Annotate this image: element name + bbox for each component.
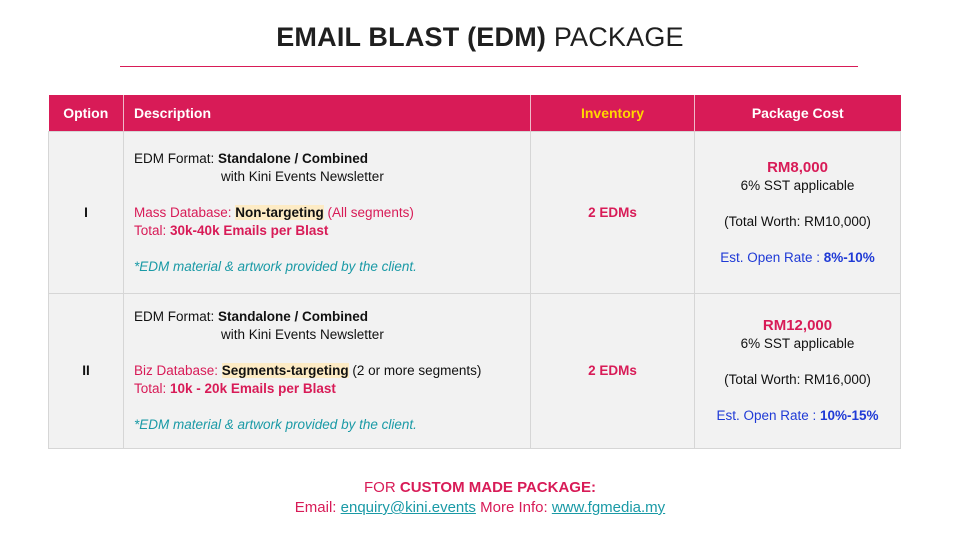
inventory-cell: 2 EDMs — [530, 131, 695, 294]
open-rate-value: 8%-10% — [823, 249, 875, 265]
title-divider — [120, 66, 858, 67]
cost-cell: RM12,000 6% SST applicable (Total Worth:… — [694, 293, 901, 449]
header-inventory: Inventory — [530, 95, 695, 132]
total-value: 30k-40k Emails per Blast — [170, 222, 329, 238]
material-note: *EDM material & artwork provided by the … — [134, 417, 417, 432]
table-row: II EDM Format: Standalone / Combined wit… — [48, 293, 901, 449]
header-cost: Package Cost — [694, 95, 901, 132]
open-rate-label: Est. Open Rate : — [716, 408, 820, 423]
table-header-row: Option Description Inventory Package Cos… — [48, 95, 901, 132]
inventory-cell: 2 EDMs — [530, 293, 695, 449]
title-bold: EMAIL BLAST (EDM) — [276, 22, 547, 52]
total-label: Total: — [134, 222, 171, 238]
option-cell: I — [48, 131, 124, 294]
price: RM12,000 — [762, 317, 833, 334]
option-cell: II — [48, 293, 124, 449]
title-light: PACKAGE — [553, 22, 684, 52]
sst-note: 6% SST applicable — [740, 336, 855, 351]
format-label: EDM Format: — [134, 309, 219, 324]
footer-contact: FOR CUSTOM MADE PACKAGE: Email: enquiry@… — [0, 478, 960, 518]
total-value: 10k - 20k Emails per Blast — [170, 381, 336, 396]
total-worth: (Total Worth: RM10,000) — [724, 213, 871, 229]
description-cell: EDM Format: Standalone / Combined with K… — [123, 293, 531, 449]
footer-prefix: FOR — [364, 479, 400, 496]
format-value: Standalone / Combined — [218, 309, 369, 324]
db-note: (All segments) — [323, 204, 414, 220]
db-value: Non-targeting — [235, 204, 324, 220]
db-label: Biz Database: — [134, 363, 222, 378]
header-description: Description — [123, 95, 531, 132]
sst-note: 6% SST applicable — [740, 177, 855, 193]
format-line2: with Kini Events Newsletter — [221, 168, 384, 184]
cost-cell: RM8,000 6% SST applicable (Total Worth: … — [694, 131, 901, 294]
price: RM8,000 — [767, 158, 828, 176]
email-label: Email: — [294, 499, 341, 516]
table-row: I EDM Format: Standalone / Combined with… — [48, 131, 901, 294]
format-label: EDM Format: — [134, 150, 219, 166]
info-label: More Info: — [475, 499, 552, 516]
open-rate-label: Est. Open Rate : — [720, 249, 824, 265]
total-label: Total: — [134, 381, 171, 396]
website-link[interactable]: www.fgmedia.my — [551, 499, 666, 516]
package-table: Option Description Inventory Package Cos… — [48, 95, 901, 449]
db-label: Mass Database: — [134, 204, 236, 220]
format-value: Standalone / Combined — [218, 150, 369, 166]
db-value: Segments-targeting — [221, 363, 349, 378]
total-worth: (Total Worth: RM16,000) — [724, 372, 871, 387]
format-line2: with Kini Events Newsletter — [221, 327, 384, 342]
page-title: EMAIL BLAST (EDM) PACKAGE — [0, 22, 960, 53]
db-note: (2 or more segments) — [348, 363, 482, 378]
material-note: *EDM material & artwork provided by the … — [134, 258, 417, 274]
open-rate-value: 10%-15% — [820, 408, 879, 423]
footer-custom: CUSTOM MADE PACKAGE: — [399, 479, 596, 496]
description-cell: EDM Format: Standalone / Combined with K… — [123, 131, 531, 294]
header-option: Option — [48, 95, 124, 132]
email-link[interactable]: enquiry@kini.events — [340, 499, 476, 516]
